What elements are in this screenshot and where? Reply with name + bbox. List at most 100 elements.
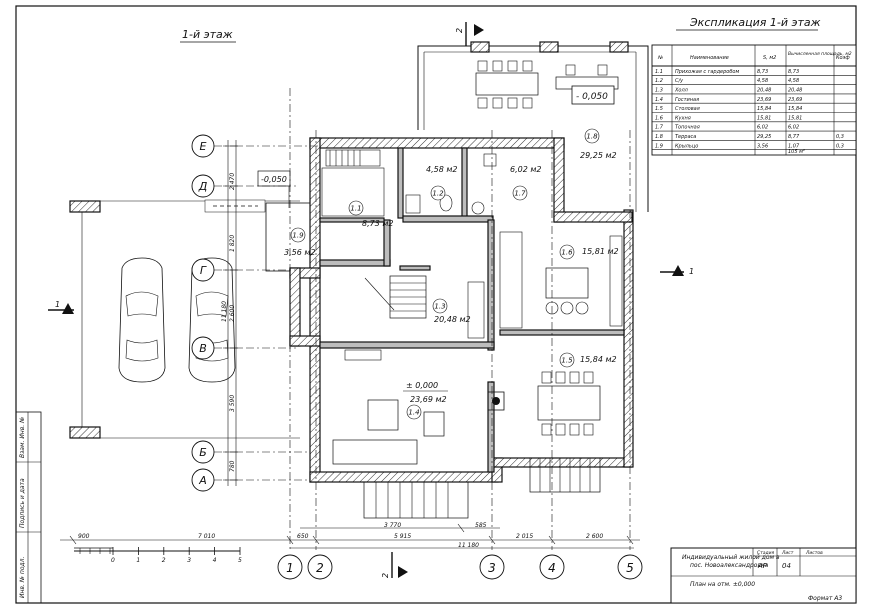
dim-650: 650 bbox=[297, 533, 309, 540]
expl-header-coef: Коэф bbox=[836, 55, 850, 61]
expl-cell: 6,02 bbox=[788, 125, 799, 131]
axis-marker-bottom bbox=[617, 554, 643, 580]
axis-marker-left bbox=[191, 174, 215, 198]
expl-cell: 15,84 bbox=[788, 106, 802, 112]
room-number-circle bbox=[290, 227, 306, 243]
dim-2600-bottom: 2 600 bbox=[586, 533, 603, 540]
room-number: 1.8 bbox=[586, 133, 598, 141]
axis-label-bottom: 2 bbox=[316, 561, 324, 575]
expl-cell: Кухня bbox=[675, 115, 691, 121]
terrace: - 0,050 bbox=[417, 41, 649, 212]
plan-title: 1-й этаж bbox=[182, 28, 233, 41]
room-number-circle bbox=[559, 244, 575, 260]
stamp-format: Формат А3 bbox=[808, 595, 842, 602]
room-area: 4,58 м2 bbox=[426, 165, 457, 174]
scale-label: 1 bbox=[136, 557, 140, 564]
dim-585: 585 bbox=[475, 522, 487, 529]
axis-marker-bottom bbox=[307, 554, 333, 580]
room-area: 6,02 м2 bbox=[510, 165, 541, 174]
terrace-table-left bbox=[475, 60, 539, 109]
room-number: 1.2 bbox=[432, 190, 444, 198]
interior-furniture bbox=[321, 149, 623, 465]
expl-header-num: № bbox=[657, 55, 663, 61]
expl-cell: Холл bbox=[674, 88, 689, 94]
side-stamp-strip: Взам. Инв. № Подпись и дата Инв. № подл. bbox=[15, 411, 42, 604]
axis-lines bbox=[214, 88, 631, 550]
expl-header-area: S, м2 bbox=[763, 55, 776, 61]
axis-label-bottom: 5 bbox=[626, 561, 634, 575]
room-number: 1.4 bbox=[408, 409, 419, 417]
room-number: 1.9 bbox=[292, 232, 304, 240]
room-area: 3,56 м2 bbox=[284, 248, 315, 257]
room-number-circle bbox=[348, 200, 364, 216]
dim-3770: 3 770 bbox=[384, 522, 401, 529]
dim-total-vertical: 11 180 bbox=[221, 301, 228, 322]
expl-cell: 8,77 bbox=[788, 134, 800, 140]
vertical-dimensions: 2 470 1 820 2 600 3 590 780 11 180 bbox=[221, 140, 241, 486]
room-number-circle bbox=[512, 185, 528, 201]
staircase bbox=[364, 275, 485, 339]
axis-marker-left bbox=[191, 440, 215, 464]
stamp-stage: АР bbox=[757, 562, 768, 570]
room-area: 20,48 м2 bbox=[434, 315, 471, 324]
room-area: 29,25 м2 bbox=[580, 151, 617, 160]
porch-level: -0,050 bbox=[261, 175, 287, 184]
entry-steps bbox=[363, 457, 601, 519]
house-walls bbox=[289, 137, 634, 483]
scale-label: 2 bbox=[162, 557, 166, 564]
expl-cell: 15,84 bbox=[757, 106, 771, 112]
expl-cell: 1,07 bbox=[788, 143, 800, 149]
axis-label-left: Г bbox=[200, 264, 207, 277]
room-number-circle bbox=[406, 404, 422, 420]
room-number-circle bbox=[559, 352, 575, 368]
stamp-col-sheet: Лист bbox=[781, 550, 794, 556]
sidebar-label-inv: Инв. № подл. bbox=[19, 557, 26, 598]
car-left bbox=[118, 257, 166, 383]
axis-label-left: А bbox=[198, 474, 207, 487]
axis-label-left: Е bbox=[200, 140, 207, 153]
terrace-table-right bbox=[555, 64, 619, 90]
title-block: Индивидуальный жилой дом в пос. Новоалек… bbox=[670, 547, 857, 604]
expl-header-calc: Вычисленная площадь, м2 bbox=[788, 51, 852, 57]
expl-cell: 1.7 bbox=[655, 125, 664, 131]
expl-cell: 0,3 bbox=[836, 134, 844, 140]
scale-label: 5 bbox=[238, 557, 242, 564]
stamp-col-stage: Стадия bbox=[757, 550, 775, 556]
dim-780: 780 bbox=[229, 460, 236, 472]
expl-header-name: Наименование bbox=[690, 55, 729, 61]
expl-cell: 8,73 bbox=[757, 69, 768, 75]
dim-1820: 1 820 bbox=[229, 235, 236, 252]
expl-cell: 4,58 bbox=[788, 78, 799, 84]
expl-cell: 1.6 bbox=[655, 115, 663, 121]
expl-cell: 15,81 bbox=[788, 115, 802, 121]
room-number: 1.3 bbox=[434, 303, 445, 311]
sidebar-label-sign: Подпись и дата bbox=[19, 478, 26, 528]
expl-cell: Прихожая с гардеробом bbox=[675, 69, 739, 75]
room-area: 8,73 м2 bbox=[362, 219, 393, 228]
expl-cell: 1.9 bbox=[655, 143, 663, 149]
expl-cell: 1.2 bbox=[655, 78, 663, 84]
expl-cell: 6,02 bbox=[757, 125, 768, 131]
axis-label-bottom: 4 bbox=[548, 561, 556, 575]
axis-marker-bottom bbox=[539, 554, 565, 580]
floor-level: ± 0,000 bbox=[406, 381, 438, 390]
expl-cell: 4,58 bbox=[757, 78, 768, 84]
scale-label: 3 bbox=[187, 557, 191, 564]
dim-2015: 2 015 bbox=[516, 533, 533, 540]
expl-cell: 20,48 bbox=[788, 88, 802, 94]
axis-label-left: Б bbox=[199, 446, 207, 459]
room-number-circle bbox=[584, 128, 600, 144]
dim-7010: 7 010 bbox=[198, 533, 215, 540]
axis-marker-left bbox=[191, 336, 215, 360]
expl-cell: 0,3 bbox=[836, 143, 844, 149]
room-number-circle bbox=[432, 298, 448, 314]
explication-table: Экспликация 1-й этаж № Наименование S, м… bbox=[651, 16, 857, 156]
section-top-label: 2 bbox=[455, 28, 464, 33]
expl-cell: Терраса bbox=[675, 134, 696, 140]
axis-marker-left bbox=[191, 468, 215, 492]
room-number: 1.5 bbox=[561, 357, 573, 365]
section-left-label: 1 bbox=[55, 300, 60, 309]
dim-900: 900 bbox=[78, 533, 90, 540]
